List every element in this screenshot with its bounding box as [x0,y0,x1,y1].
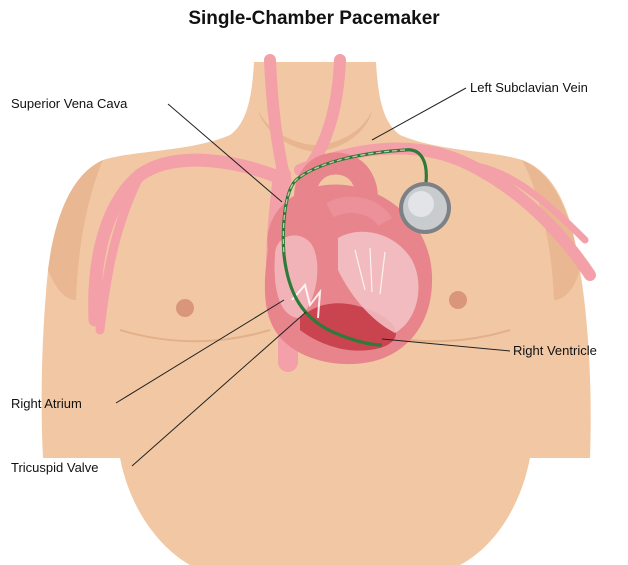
label-left-subclavian-vein: Left Subclavian Vein [470,80,588,95]
pacemaker-device [399,182,451,234]
left-nipple [176,299,194,317]
right-nipple [449,291,467,309]
diagram-title: Single-Chamber Pacemaker [0,8,628,30]
leader-left-subclavian-vein [372,88,466,140]
label-tricuspid-valve: Tricuspid Valve [11,460,98,475]
label-superior-vena-cava: Superior Vena Cava [11,96,127,111]
label-right-atrium: Right Atrium [11,396,82,411]
label-right-ventricle: Right Ventricle [513,343,597,358]
